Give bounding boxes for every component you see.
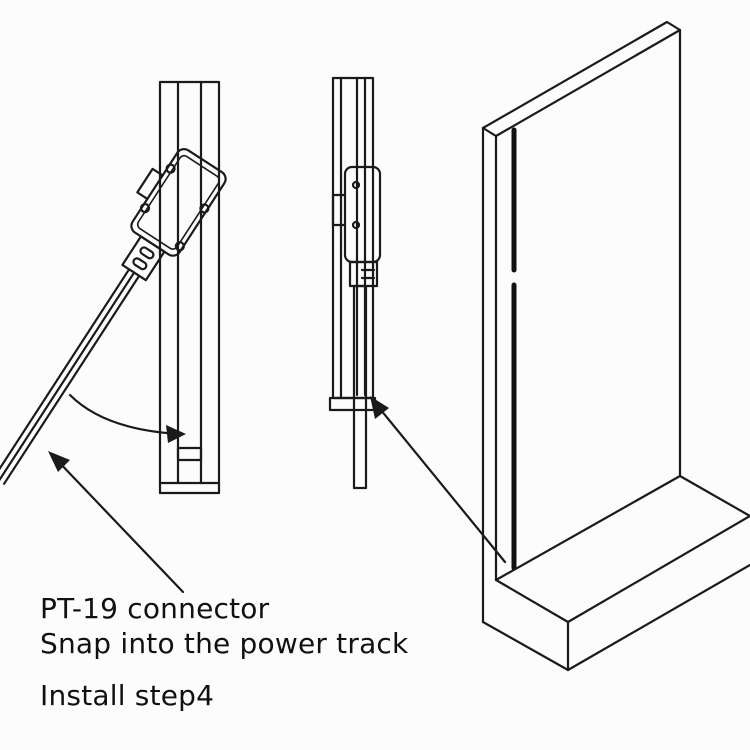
instruction-text: Snap into the power track: [40, 627, 409, 660]
rotate-arrow: [68, 393, 186, 443]
pointer-arrow-track: [370, 396, 507, 564]
pt-19-connector: [0, 148, 227, 485]
wall-panel-with-track: [481, 20, 750, 672]
product-label: PT-19 connector: [40, 592, 270, 625]
pointer-arrow-connector: [48, 451, 185, 594]
connector-in-track: [328, 76, 382, 490]
power-track-profile: [158, 80, 221, 495]
step-label: Install step4: [40, 679, 215, 712]
